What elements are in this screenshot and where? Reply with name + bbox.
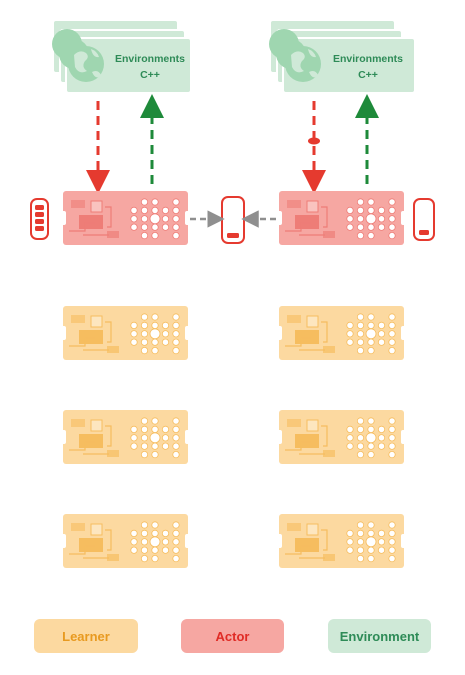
environment-stack-left: Environments C++ [52,19,192,94]
learner-chip [276,410,407,464]
learner-chip [276,514,407,568]
blocked-marker [308,137,320,145]
actor-chip [60,191,191,245]
battery-icon-left [30,198,49,240]
learner-chip [60,306,191,360]
globe-icon [269,29,321,82]
learner-chip [60,514,191,568]
learner-chip [60,410,191,464]
globe-icon [52,29,104,82]
battery-icon-right [413,198,435,241]
learner-chip [276,306,407,360]
battery-icon-middle [221,196,245,244]
environment-language: C++ [140,69,160,81]
legend-environment: Environment [328,619,431,653]
environment-language: C++ [358,69,378,81]
legend-actor: Actor [181,619,284,653]
environment-title: Environments [333,53,403,65]
environment-title: Environments [115,53,185,65]
legend-learner: Learner [34,619,138,653]
environment-stack-right: Environments C++ [269,19,416,94]
actor-chip [276,191,407,245]
